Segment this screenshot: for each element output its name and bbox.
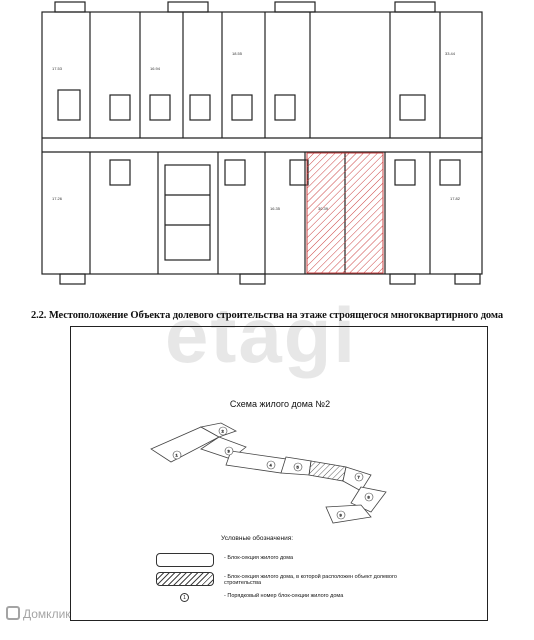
- legend-swatch-hatched: [156, 572, 214, 586]
- scheme-section-4: [225, 450, 287, 474]
- svg-text:33.44: 33.44: [445, 51, 456, 56]
- highlighted-apartment: [306, 152, 384, 274]
- section-heading: 2.2. Местоположение Объекта долевого стр…: [30, 310, 503, 321]
- legend-swatch-plain: [156, 553, 214, 567]
- scheme-section-6: [308, 460, 347, 482]
- legend-number-symbol: 1: [180, 593, 189, 602]
- scheme-label-1: 1: [176, 453, 179, 458]
- floor-plan-drawing: 17.53 16.94 18.55 33.44 17.26 16.35 30.3…: [41, 1, 483, 285]
- scheme-label-3: 3: [228, 449, 231, 454]
- domclick-logo-icon: [6, 606, 20, 620]
- scheme-frame: 1 2 3 4 5 7 8 9 Схема жилого дома №2 Усл…: [70, 326, 488, 621]
- scheme-label-5: 5: [297, 465, 300, 470]
- svg-text:17.26: 17.26: [52, 196, 63, 201]
- svg-text:17.53: 17.53: [52, 66, 63, 71]
- scheme-section-2: [199, 422, 237, 438]
- scheme-label-4: 4: [270, 463, 273, 468]
- plan-outer-wall: [41, 11, 483, 275]
- watermark-logo: etagi: [165, 291, 358, 379]
- svg-text:16.35: 16.35: [270, 206, 281, 211]
- svg-text:30.39: 30.39: [318, 206, 329, 211]
- scheme-title: Схема жилого дома №2: [229, 399, 331, 409]
- svg-text:17.82: 17.82: [450, 196, 461, 201]
- scheme-label-8: 8: [368, 495, 371, 500]
- building-scheme: 1 2 3 4 5 7 8 9: [150, 422, 387, 524]
- svg-text:16.94: 16.94: [150, 66, 161, 71]
- scheme-label-2: 2: [222, 429, 225, 434]
- svg-text:18.55: 18.55: [232, 51, 243, 56]
- brand-watermark: Домклик: [6, 606, 71, 621]
- legend-heading: Условные обозначения:: [221, 535, 294, 542]
- scheme-label-7: 7: [358, 475, 361, 480]
- scheme-section-9: [325, 504, 372, 524]
- scheme-label-9: 9: [340, 513, 343, 518]
